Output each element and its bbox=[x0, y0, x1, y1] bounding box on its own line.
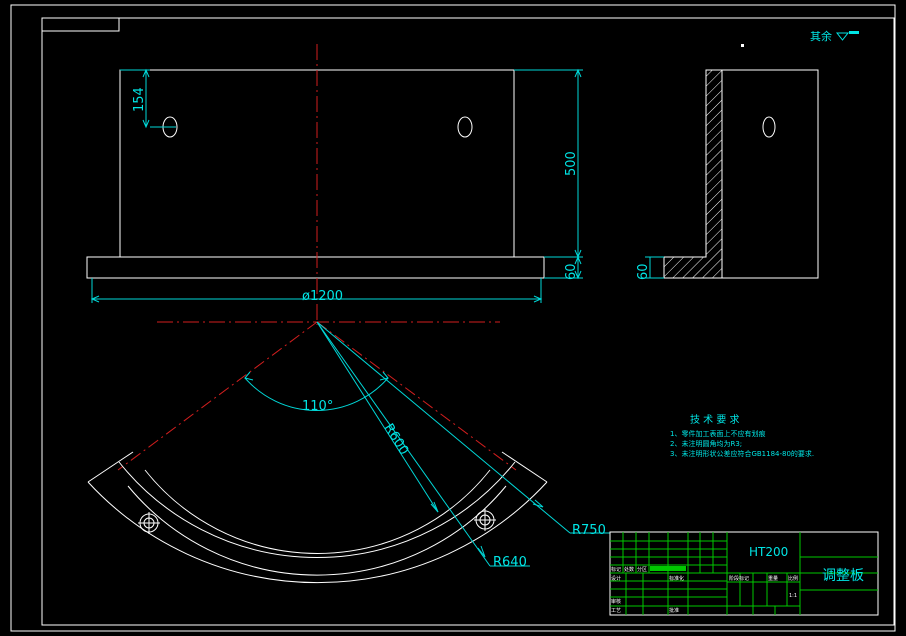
angle-dim-arrows bbox=[244, 371, 389, 381]
r750-arrow bbox=[532, 499, 544, 508]
side-view: 60 bbox=[636, 69, 819, 280]
tb-material: HT200 bbox=[749, 545, 788, 559]
inner-frame bbox=[41, 17, 895, 626]
dim-vertical-arrows bbox=[574, 68, 582, 280]
outer-frame bbox=[10, 4, 896, 632]
r640-arrow bbox=[477, 545, 486, 558]
tb-weight: 重量 bbox=[768, 575, 778, 582]
tb-rev-mark: 标记 bbox=[611, 566, 621, 573]
dim-1200-arrows bbox=[90, 295, 543, 303]
tb-review: 审核 bbox=[611, 598, 621, 605]
tech-req-item-1: 1、零件加工表面上不应有划痕 bbox=[670, 429, 765, 438]
side-hole bbox=[762, 116, 776, 138]
roughness-symbol-icon bbox=[835, 32, 850, 41]
stray-dot bbox=[741, 44, 744, 47]
tech-req-item-3: 3、未注明形状公差应符合GB1184-80的要求. bbox=[670, 449, 814, 458]
front-view: 154 500 60 ø1200 bbox=[86, 44, 583, 325]
r600-leader bbox=[316, 321, 439, 513]
tb-part-name: 调整板 bbox=[822, 568, 864, 584]
tb-standardize: 标准化 bbox=[669, 575, 684, 582]
surface-finish-note: 其余 bbox=[741, 29, 859, 47]
arc-end-left bbox=[87, 451, 134, 483]
r750-text: R750 bbox=[572, 523, 606, 538]
front-hole-right bbox=[457, 116, 473, 138]
arc-centerline-right bbox=[316, 321, 517, 471]
surface-finish-label: 其余 bbox=[810, 29, 832, 43]
front-base-plate bbox=[86, 256, 545, 279]
tb-scale-value: 1:1 bbox=[789, 593, 797, 599]
roughness-value-bar bbox=[849, 31, 859, 34]
tb-rev-zone: 分区 bbox=[637, 566, 647, 573]
arc-inner bbox=[144, 469, 491, 554]
technical-requirements: 技 术 要 求 1、零件加工表面上不应有划痕 2、未注明圆角均为R3; 3、未注… bbox=[670, 413, 814, 458]
arc-end-right bbox=[501, 451, 548, 483]
tb-rev-count: 处数 bbox=[624, 566, 634, 573]
dim-154-arrows bbox=[142, 68, 150, 129]
tb-stage-mark: 阶段标记 bbox=[729, 575, 749, 582]
tech-req-title: 技 术 要 求 bbox=[690, 413, 740, 426]
tb-design: 设计 bbox=[611, 575, 621, 582]
title-block: 标记 处数 分区 设计 标准化 审核 工艺 批准 阶段标记 重量 比例 HT20… bbox=[609, 531, 879, 616]
arc-inner-mid bbox=[127, 485, 507, 576]
r640-leader bbox=[316, 321, 491, 567]
title-block-grid bbox=[610, 532, 878, 615]
r600-arrow bbox=[430, 501, 439, 513]
angle-110-text: 110° bbox=[302, 399, 333, 414]
dim-60-text: 60 bbox=[564, 263, 579, 280]
arc-centerline-left bbox=[117, 321, 318, 471]
dim-1200-text: ø1200 bbox=[302, 289, 343, 304]
drawing-frame bbox=[10, 4, 896, 632]
tb-approve: 批准 bbox=[669, 607, 679, 614]
tb-scale-label: 比例 bbox=[788, 575, 798, 582]
dim-154-text: 154 bbox=[132, 87, 147, 112]
corner-box bbox=[41, 17, 120, 32]
r640-text: R640 bbox=[493, 555, 527, 570]
title-block-filled-cell bbox=[650, 566, 686, 571]
side-dim-60-text: 60 bbox=[636, 263, 651, 280]
angle-dim-arc bbox=[244, 377, 389, 411]
tech-req-item-2: 2、未注明圆角均为R3; bbox=[670, 439, 742, 448]
arc-outer-mid bbox=[118, 461, 516, 558]
tb-process: 工艺 bbox=[611, 608, 621, 614]
r750-leader bbox=[316, 321, 571, 534]
dim-500-text: 500 bbox=[564, 151, 579, 176]
